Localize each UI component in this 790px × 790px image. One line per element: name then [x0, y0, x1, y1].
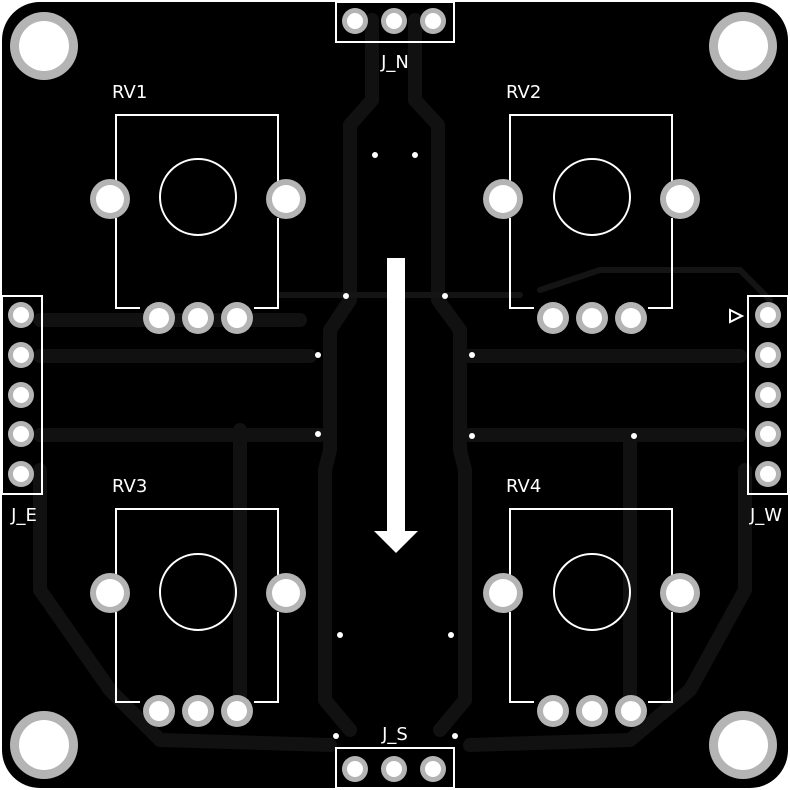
- connector-j-s: J_S: [335, 724, 455, 789]
- triangle-marker-icon: [729, 308, 745, 324]
- via: [452, 733, 458, 739]
- potentiometer-label: RV2: [506, 82, 541, 103]
- potentiometer-rv3: RV3: [90, 476, 306, 727]
- via: [337, 632, 343, 638]
- via: [315, 431, 321, 437]
- connector-label-east: J_E: [10, 505, 37, 526]
- connector-label-west: J_W: [749, 505, 782, 526]
- potentiometer-label: RV3: [112, 476, 147, 497]
- via: [315, 352, 321, 358]
- via: [469, 433, 475, 439]
- via: [333, 733, 339, 739]
- connector-j-w: J_W: [729, 295, 789, 526]
- copper-traces: [33, 13, 773, 752]
- via: [469, 352, 475, 358]
- connector-j-n: J_N: [335, 1, 455, 73]
- potentiometer-label: RV1: [112, 82, 147, 103]
- connector-label-north: J_N: [380, 52, 409, 73]
- via: [372, 152, 378, 158]
- connector-j-e: J_E: [1, 295, 43, 526]
- via: [442, 293, 448, 299]
- potentiometer-label: RV4: [506, 476, 541, 497]
- via: [631, 433, 637, 439]
- connector-label-south: J_S: [381, 724, 408, 745]
- via: [412, 152, 418, 158]
- arrow-down-icon: [374, 258, 418, 553]
- potentiometer-rv2: RV2: [483, 82, 700, 334]
- via: [343, 293, 349, 299]
- vias: [315, 152, 637, 739]
- mounting-holes: [10, 12, 777, 779]
- via: [448, 632, 454, 638]
- potentiometer-rv1: RV1: [90, 82, 306, 334]
- potentiometer-rv4: RV4: [483, 476, 700, 727]
